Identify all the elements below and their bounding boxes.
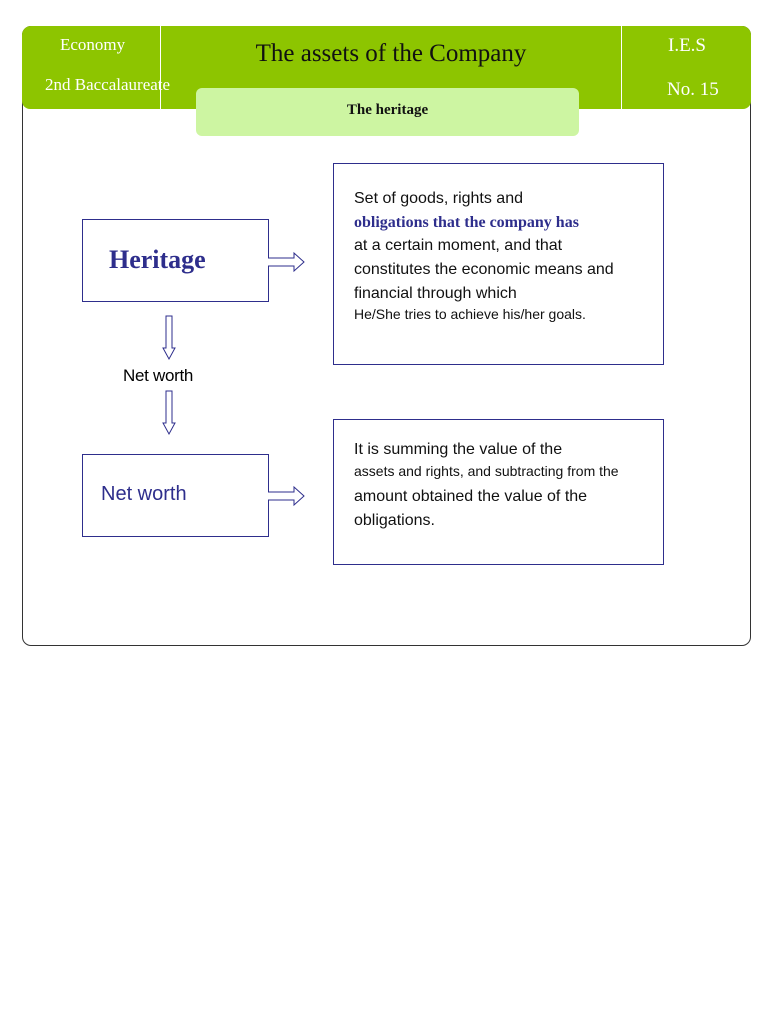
header-level: 2nd Baccalaureate	[45, 75, 171, 94]
arrow-right-icon	[268, 485, 305, 507]
heritage-def-line5: financial through which	[354, 285, 517, 302]
heritage-def-line2: obligations that the company has	[354, 214, 579, 231]
arrow-down-icon	[162, 315, 176, 361]
header-divider-left	[160, 26, 161, 109]
node-networth-box	[82, 454, 269, 537]
networth-def-line3: amount obtained the value of the	[354, 488, 588, 505]
header-divider-right	[621, 26, 622, 109]
heritage-def-line4: constitutes the economic means and	[354, 261, 614, 278]
node-networth-label: Net worth	[101, 483, 187, 505]
arrow-down-icon	[162, 390, 176, 436]
node-heritage-label: Heritage	[109, 245, 206, 274]
heritage-def-line1: Set of goods, rights and	[354, 190, 523, 207]
heritage-def-line6: He/She tries to achieve his/her goals.	[354, 306, 586, 322]
header-subject: Economy	[60, 35, 126, 54]
networth-definition-box	[333, 419, 664, 565]
networth-def-line2: assets and rights, and subtracting from …	[354, 463, 619, 479]
section-title: The heritage	[196, 88, 579, 136]
arrow-right-icon	[268, 251, 305, 273]
header-school: I.E.S	[668, 35, 706, 56]
heritage-def-line3: at a certain moment, and that	[354, 237, 563, 254]
networth-def-line4: obligations.	[354, 512, 435, 529]
heritage-definition-box	[333, 163, 664, 365]
page-title: The assets of the Company	[255, 40, 527, 67]
header-number: No. 15	[667, 79, 719, 100]
connector-label: Net worth	[123, 366, 194, 385]
networth-def-line1: It is summing the value of the	[354, 441, 563, 458]
